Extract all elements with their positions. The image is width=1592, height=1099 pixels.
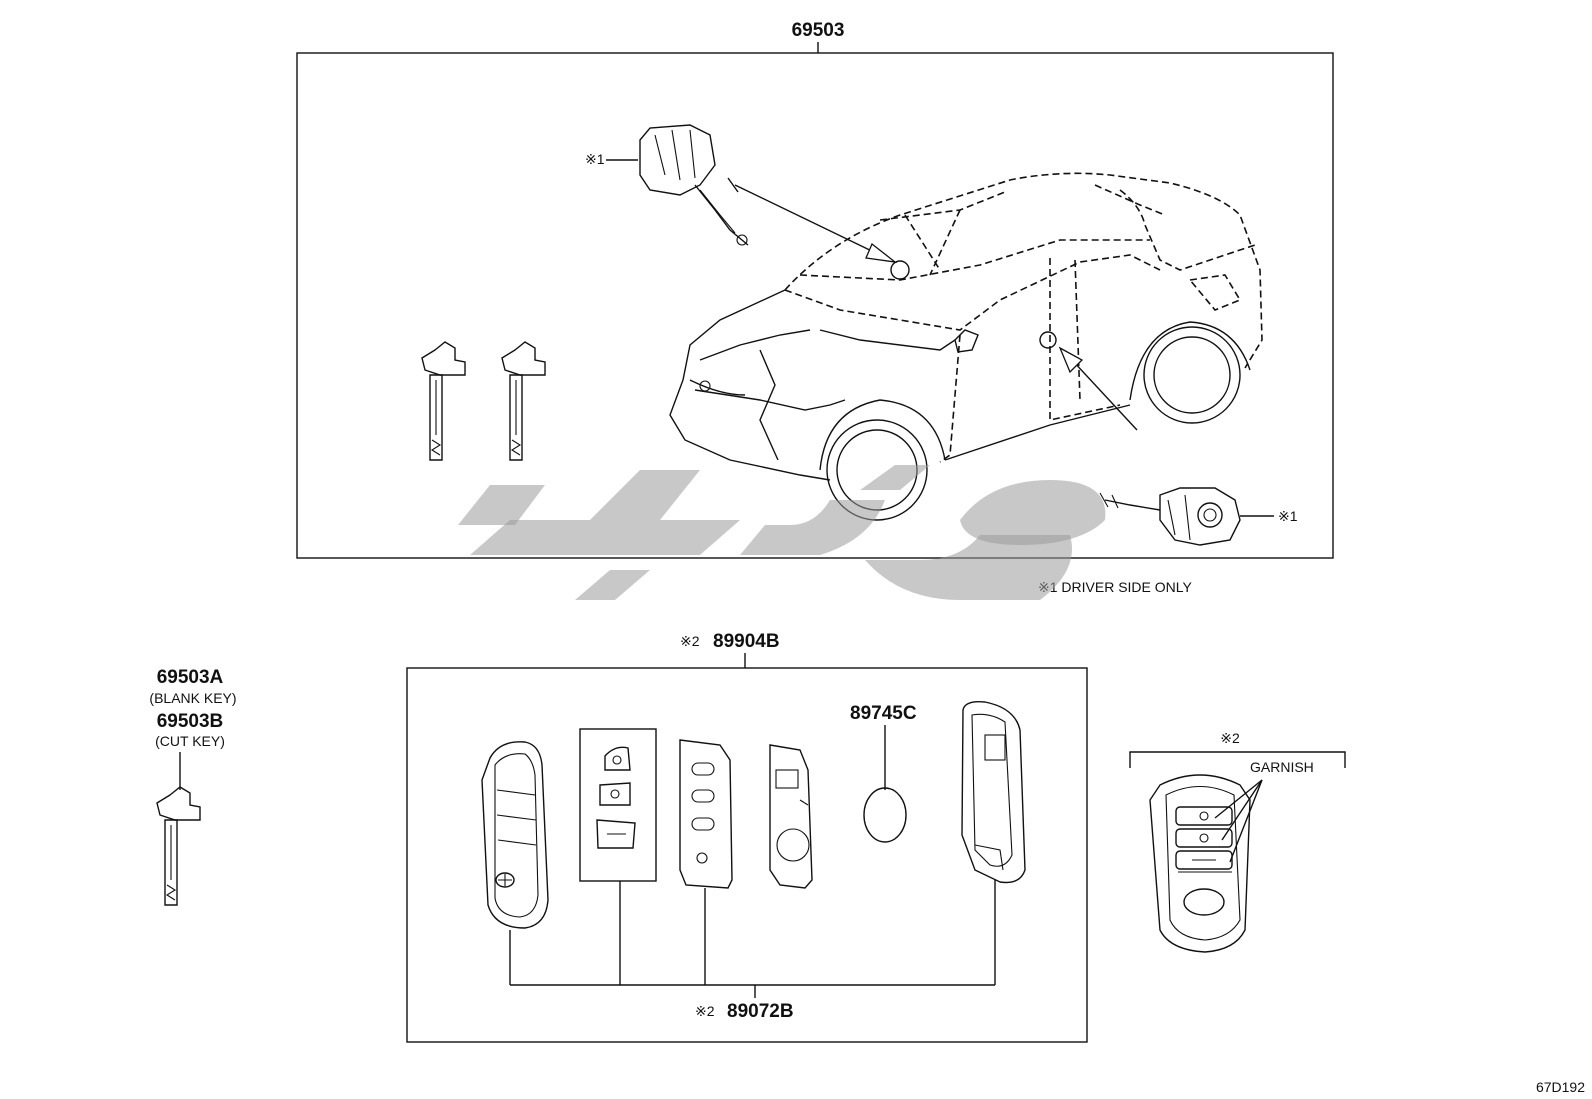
key-icon xyxy=(501,341,546,461)
key-cut-note: (CUT KEY) xyxy=(155,733,225,749)
main-assembly-frame xyxy=(296,52,1334,559)
transmitter-group: ※2 89904B xyxy=(406,631,1088,1043)
main-assembly-group: 69503 xyxy=(296,20,1334,559)
watermark-logo xyxy=(458,465,1106,600)
case-label: 89072B xyxy=(727,1001,794,1022)
cylinder-mark-top: ※1 xyxy=(585,151,605,167)
transmitter-prefix: ※2 xyxy=(680,633,700,649)
lock-cylinder-icon xyxy=(639,124,749,246)
car-outline-icon xyxy=(669,172,1263,521)
case-prefix: ※2 xyxy=(695,1003,715,1019)
key-cut-label: 69503B xyxy=(157,711,224,732)
button-set xyxy=(579,728,657,882)
key-plate xyxy=(679,739,733,889)
key-icon xyxy=(421,341,466,461)
arrow-to-rear-door xyxy=(1058,346,1138,431)
garnish-group: ※2 GARNISH xyxy=(1129,730,1346,953)
garnish-mark: ※2 xyxy=(1220,730,1240,746)
battery-label: 89745C xyxy=(850,703,917,724)
smart-key-icon xyxy=(481,741,549,929)
coin-battery-icon xyxy=(863,787,907,843)
diagram-code: 67D192 xyxy=(1536,1079,1585,1095)
key-blank-note: (BLANK KEY) xyxy=(149,690,236,706)
garnish-label: GARNISH xyxy=(1250,759,1314,775)
smart-key-back-icon xyxy=(961,700,1026,884)
key-part-group: 69503A (BLANK KEY) 69503B (CUT KEY) xyxy=(149,667,237,906)
lock-cylinder-icon xyxy=(1099,487,1241,546)
cylinder-mark-bottom: ※1 xyxy=(1278,508,1298,524)
arrow-to-driver-door xyxy=(727,177,898,263)
key-blank-label: 69503A xyxy=(157,667,224,688)
main-assembly-label: 69503 xyxy=(792,20,845,41)
transmitter-label: 89904B xyxy=(713,631,780,652)
transmitter-frame xyxy=(406,667,1088,1043)
key-icon xyxy=(156,786,201,906)
footnote-driver-side: ※1 DRIVER SIDE ONLY xyxy=(1038,579,1193,595)
smart-key-icon xyxy=(1149,774,1251,953)
inner-frame xyxy=(769,744,813,889)
